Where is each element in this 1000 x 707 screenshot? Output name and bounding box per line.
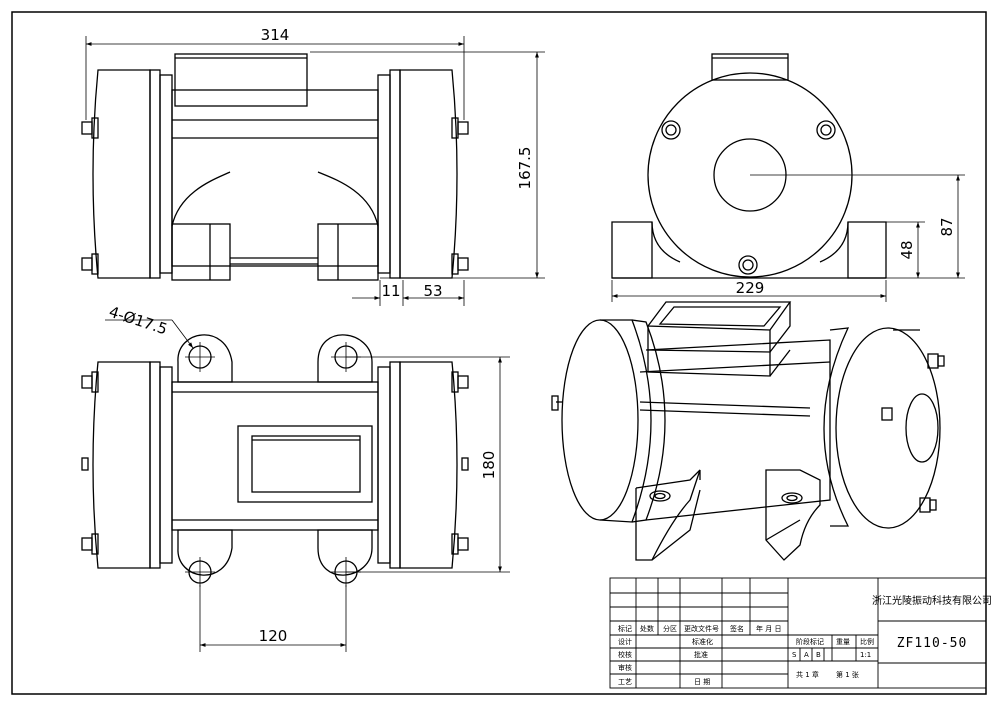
label-checker: 校核 [618, 650, 632, 659]
label-signature: 签名 [730, 624, 744, 633]
dim-mount-holes: 4-Ø17.5 [107, 303, 170, 339]
dim-gap: 11 [381, 282, 400, 300]
side-view [611, 53, 887, 279]
top-view [81, 334, 469, 584]
label-change-doc: 更改文件号 [684, 624, 719, 633]
sheet-number: 第 1 张 [836, 670, 859, 679]
dim-base-width: 229 [736, 279, 765, 297]
dim-height: 167.5 [516, 147, 534, 190]
scale-value: 1:1 [860, 651, 871, 659]
side-view-dimensions [611, 174, 965, 302]
label-weight: 重量 [836, 638, 850, 646]
top-view-dimensions [105, 319, 510, 652]
dim-overall-length: 314 [261, 26, 290, 44]
dim-hole-spacing-length: 120 [259, 627, 288, 645]
label-designer: 设计 [618, 637, 632, 646]
company-name: 浙江光陵振动科技有限公司 [872, 594, 992, 607]
label-process: 工艺 [618, 678, 632, 686]
stage-b: B [816, 651, 821, 659]
dim-end-length: 53 [423, 282, 442, 300]
dim-center-height: 48 [898, 240, 916, 259]
title-block [609, 577, 987, 689]
model-number: ZF110-50 [897, 636, 968, 651]
dim-shaft-height: 87 [938, 217, 956, 236]
front-view-dimensions [85, 36, 545, 306]
label-stage-mark: 阶段标记 [796, 637, 824, 646]
title-block-text: 浙江光陵振动科技有限公司 ZF110-50 标记 处数 分区 更改文件号 签名 … [618, 594, 992, 686]
front-view [81, 53, 469, 281]
label-date: 日 期 [694, 678, 710, 686]
label-reviewer: 审核 [618, 663, 632, 672]
label-date-ymd: 年 月 日 [756, 624, 781, 633]
drawing-border [11, 11, 987, 695]
label-count: 处数 [640, 624, 654, 633]
dim-hole-spacing-width: 180 [480, 451, 498, 480]
label-approver: 批准 [694, 650, 708, 659]
stage-a: A [804, 651, 809, 659]
stage-s: S [792, 651, 797, 659]
label-mark: 标记 [618, 624, 632, 633]
isometric-view [551, 301, 945, 561]
label-zone: 分区 [663, 624, 677, 633]
label-standardization: 标准化 [692, 637, 713, 646]
total-sheets: 共 1 章 [796, 670, 819, 679]
label-scale: 比例 [860, 637, 874, 646]
